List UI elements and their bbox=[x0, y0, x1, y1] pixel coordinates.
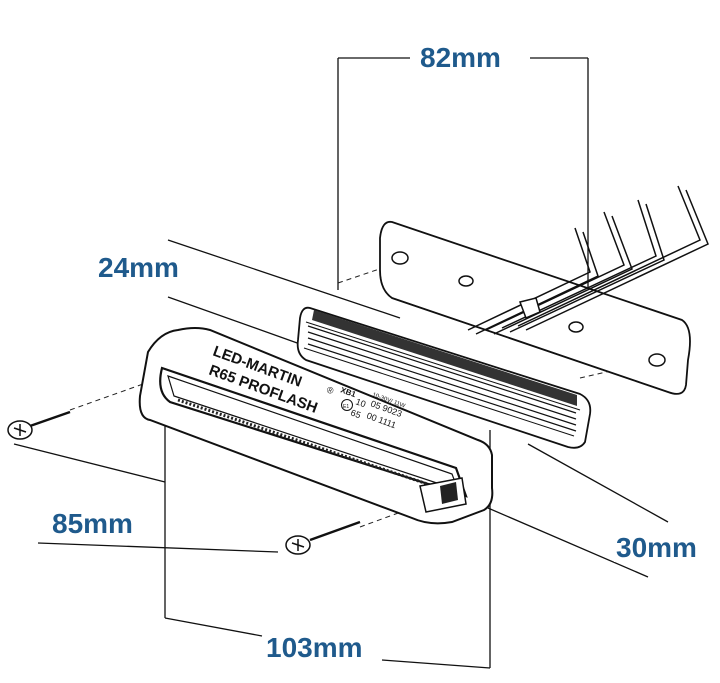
registered-mark: ® bbox=[325, 384, 335, 396]
led-strip bbox=[307, 325, 577, 432]
screw-bottom bbox=[285, 520, 361, 555]
approval-mark-text: E1 bbox=[343, 404, 349, 410]
dim-label-82mm: 82mm bbox=[418, 42, 503, 73]
axis-line-screw-bottom bbox=[359, 504, 421, 528]
approval-line-2: 65 bbox=[349, 407, 362, 420]
plate-hole-2 bbox=[458, 275, 474, 287]
axis-line-plate-right bbox=[579, 361, 651, 379]
led-light-body bbox=[296, 306, 592, 449]
dim-30-leader-top bbox=[527, 443, 669, 523]
front-housing bbox=[138, 327, 494, 525]
wire-bundle bbox=[467, 185, 709, 335]
dim-103-right-foot bbox=[381, 659, 491, 669]
axis-line-screw-top bbox=[69, 377, 161, 411]
dimension-lines bbox=[13, 57, 669, 669]
dim-24-leader-bottom bbox=[167, 296, 301, 345]
dim-85-leader-bottom bbox=[37, 542, 279, 553]
dim-label-103mm: 103mm bbox=[264, 632, 365, 663]
dim-label-30mm: 30mm bbox=[614, 532, 699, 563]
dim-label-85mm: 85mm bbox=[50, 508, 135, 539]
approval-line-1: 10 bbox=[354, 396, 367, 409]
dim-85-leader-top bbox=[13, 443, 166, 483]
dim-label-24mm: 24mm bbox=[96, 252, 181, 283]
plate-hole-4 bbox=[648, 353, 666, 367]
screw-top bbox=[7, 410, 71, 440]
approval-mark-icon bbox=[341, 399, 353, 411]
dim-30-leader-bottom bbox=[487, 507, 649, 578]
dim-103-left-foot bbox=[164, 617, 263, 637]
dim-24-leader-top bbox=[167, 239, 401, 319]
plate-hole-1 bbox=[391, 251, 409, 265]
plate-hole-3 bbox=[568, 321, 584, 333]
